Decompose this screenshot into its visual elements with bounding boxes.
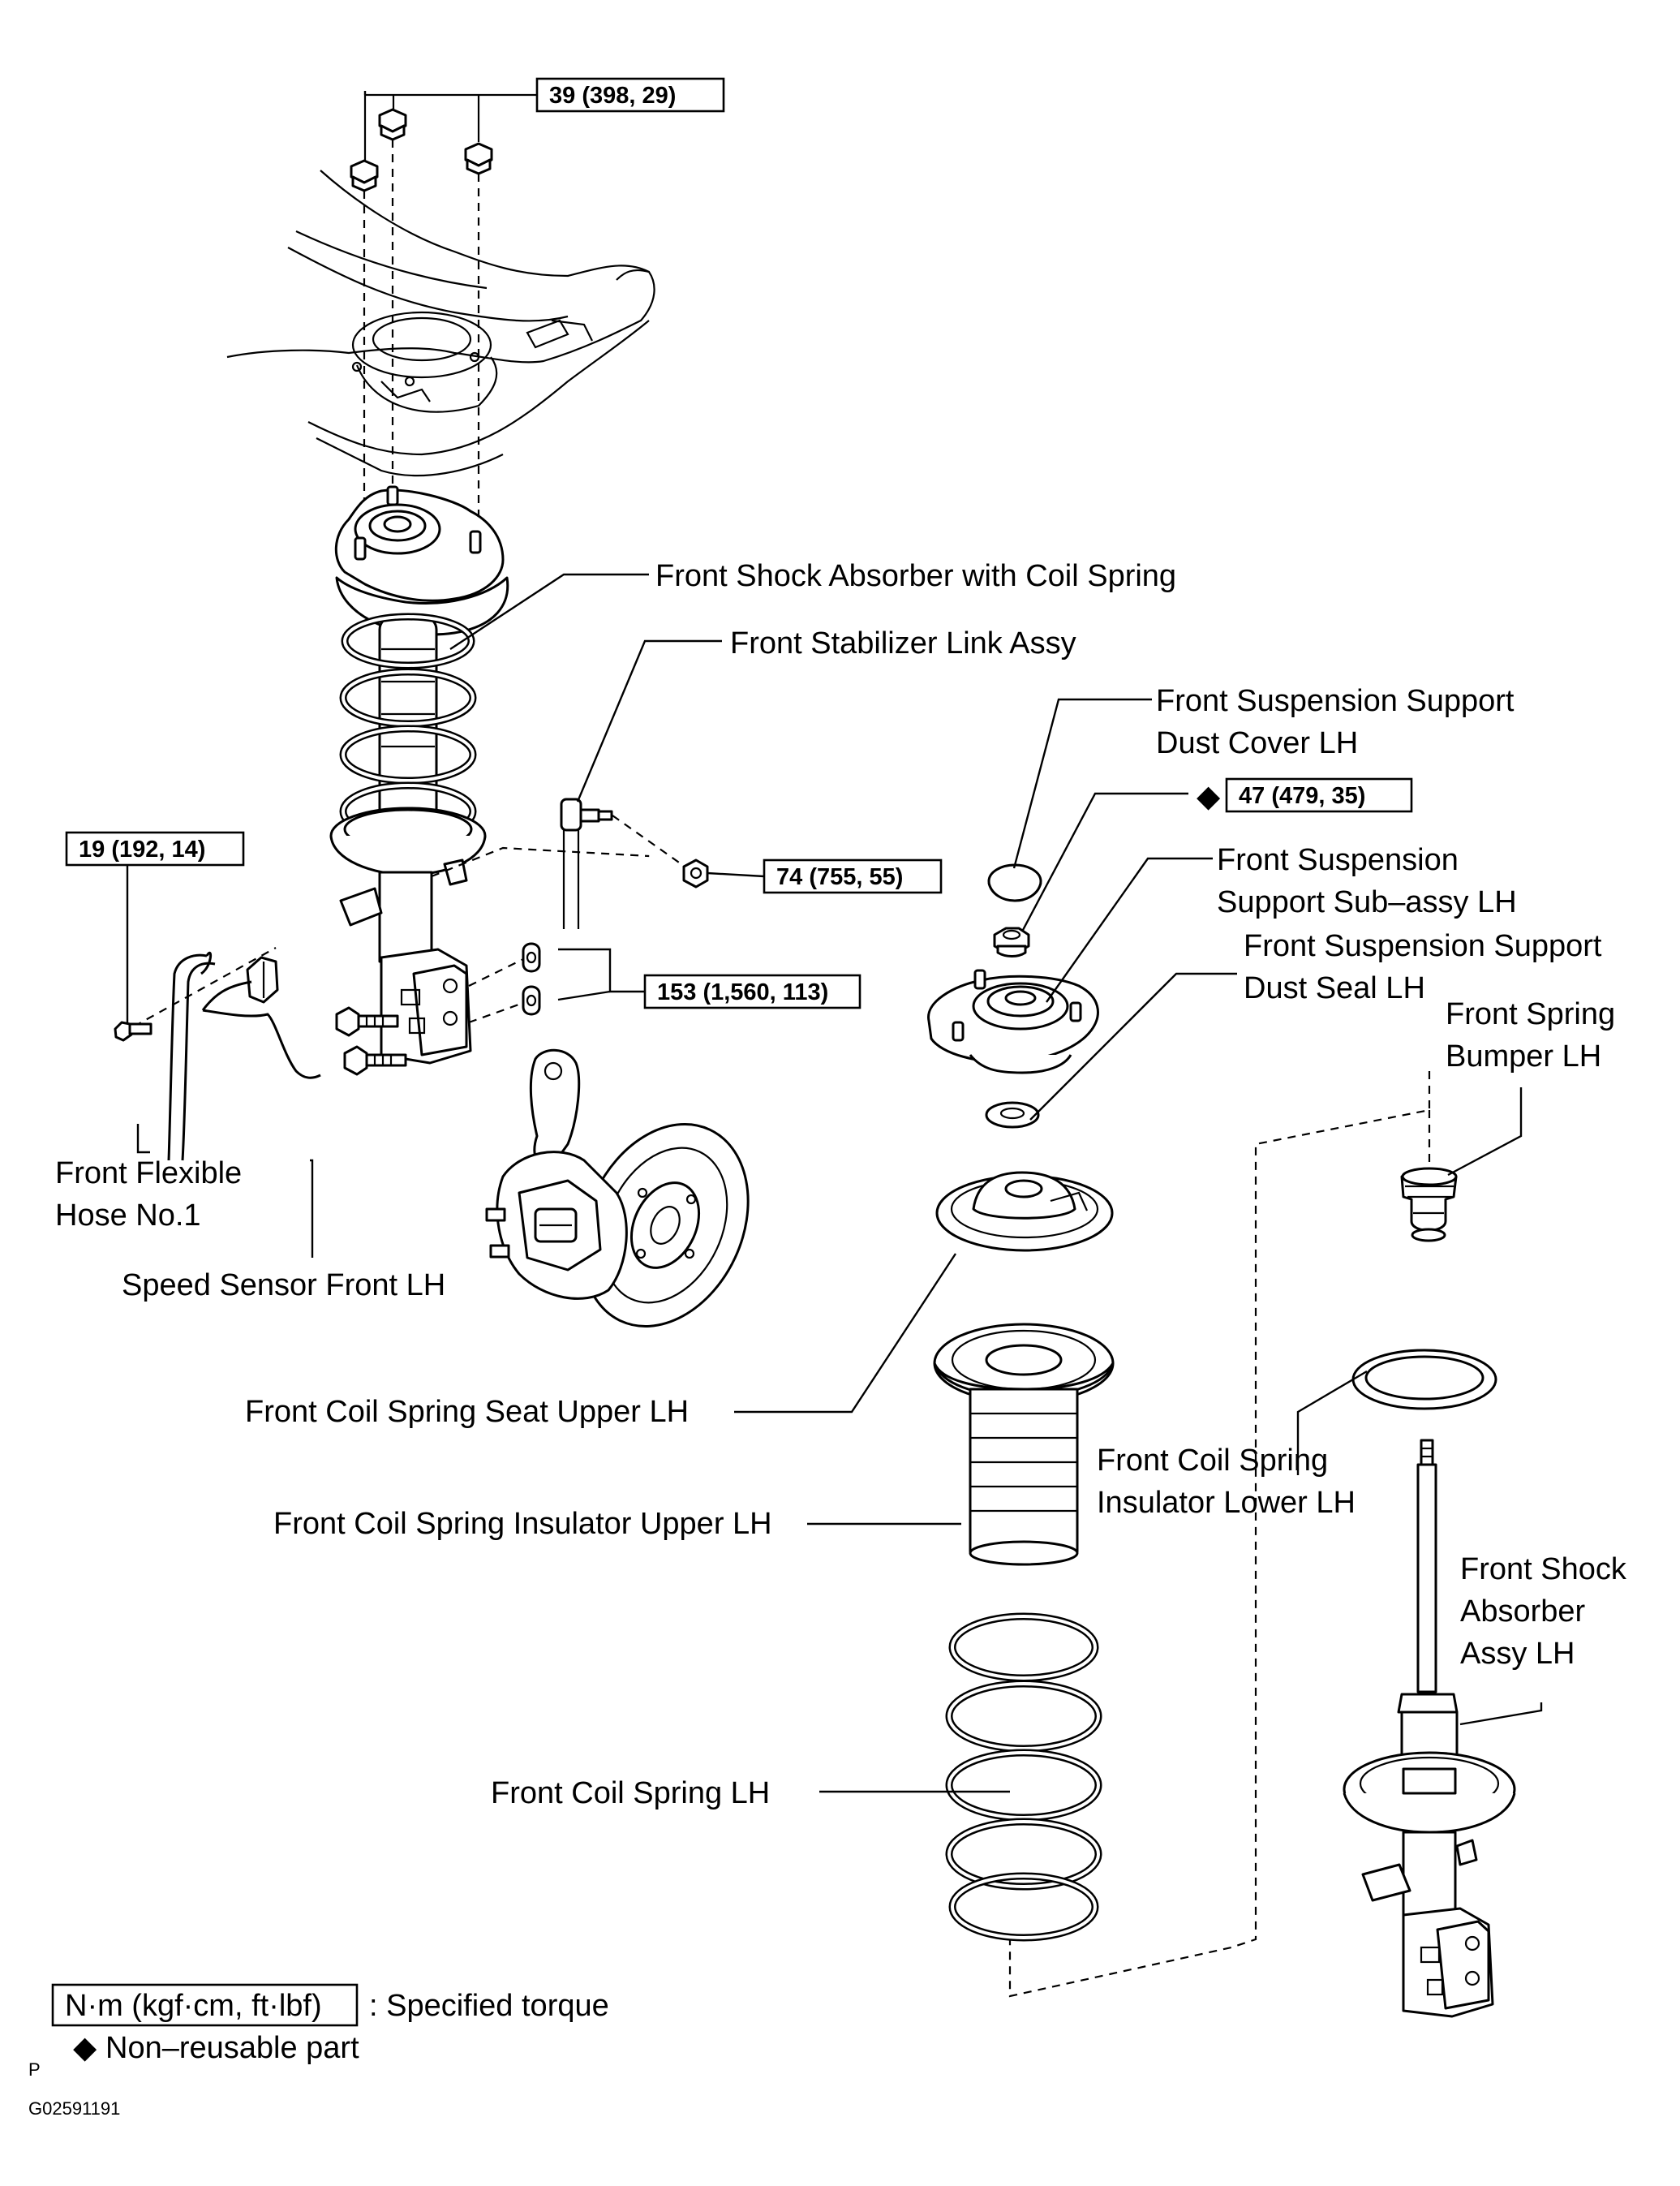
label-stabilizer-link: Front Stabilizer Link Assy	[730, 626, 1076, 661]
label-support-subassy-2: Support Sub–assy LH	[1217, 885, 1517, 919]
label-shock-assy-1: Front Shock	[1460, 1552, 1627, 1586]
label-flexible-hose-2: Hose No.1	[55, 1198, 201, 1233]
legend-torque-unit: N·m (kgf·cm, ft·lbf)	[65, 1989, 322, 2023]
insulator-upper	[933, 1323, 1115, 1566]
part-labels: Front Shock Absorber with Coil Spring Fr…	[55, 559, 1627, 1810]
legend-torque-desc: : Specified torque	[369, 1989, 609, 2023]
torque-support-nut: ◆ 47 (479, 35)	[1197, 777, 1413, 814]
assembly-dashed-path	[1008, 1071, 1431, 1998]
body-strut-tower	[226, 170, 655, 477]
label-shock-assy-3: Assy LH	[1460, 1637, 1575, 1671]
torque-stabilizer-text: 74 (755, 55)	[776, 864, 903, 890]
strut-top-mount	[334, 485, 509, 636]
torque-upper-mount: 39 (398, 29)	[535, 77, 725, 113]
leader-lines	[126, 573, 1543, 1793]
label-shock-assy-2: Absorber	[1460, 1594, 1586, 1629]
label-flexible-hose-1: Front Flexible	[55, 1156, 242, 1190]
strut-assembly	[329, 485, 650, 1076]
label-dust-cover-2: Dust Cover LH	[1156, 726, 1358, 760]
label-support-subassy-1: Front Suspension	[1217, 843, 1459, 877]
stabilizer-link	[560, 798, 709, 929]
steering-knuckle-and-brake	[485, 1048, 750, 1328]
corner-mark: P	[28, 2059, 41, 2080]
label-spring-bumper-2: Bumper LH	[1446, 1039, 1601, 1074]
dust-cover	[987, 863, 1042, 902]
spring-bumper	[1400, 1167, 1458, 1242]
label-spring-seat-upper: Front Coil Spring Seat Upper LH	[245, 1395, 689, 1429]
label-spring-bumper-1: Front Spring	[1446, 997, 1615, 1031]
shock-absorber-assy	[1343, 1439, 1516, 2018]
spring-seat-upper	[935, 1171, 1114, 1252]
label-dust-cover-1: Front Suspension Support	[1156, 684, 1515, 718]
torque-stabilizer: 74 (755, 55)	[763, 858, 943, 894]
upper-nut-right	[464, 142, 493, 175]
torque-knuckle: 153 (1,560, 113)	[643, 974, 861, 1009]
reference-code: G02591191	[28, 2098, 120, 2119]
support-subassy	[927, 969, 1099, 1074]
strut-body	[339, 858, 472, 1065]
label-speed-sensor: Speed Sensor Front LH	[122, 1268, 445, 1302]
knuckle-bolts	[335, 1006, 407, 1076]
sensor-bolt	[114, 1021, 153, 1042]
legend-non-reusable-desc: Non–reusable part	[105, 2031, 359, 2065]
torque-sensor-bolt: 19 (192, 14)	[65, 831, 245, 867]
legend-non-reusable-symbol: ◆	[73, 2031, 97, 2065]
torque-upper-mount-text: 39 (398, 29)	[549, 83, 676, 109]
upper-mount-nuts	[350, 91, 537, 560]
dust-seal	[985, 1101, 1040, 1129]
knuckle-nuts	[468, 942, 541, 1024]
label-coil-spring: Front Coil Spring LH	[491, 1776, 770, 1810]
upper-nut-left	[350, 159, 379, 192]
footer: P G02591191	[28, 2059, 120, 2119]
label-dust-seal-1: Front Suspension Support	[1244, 929, 1602, 963]
label-shock-with-spring: Front Shock Absorber with Coil Spring	[655, 559, 1176, 593]
stabilizer-dashed	[431, 846, 650, 878]
label-insulator-lower-1: Front Coil Spring	[1097, 1444, 1328, 1478]
coil-spring	[945, 1612, 1102, 1942]
upper-nut-center	[378, 108, 407, 141]
label-insulator-lower-2: Insulator Lower LH	[1097, 1486, 1356, 1520]
non-reusable-mark: ◆	[1197, 780, 1221, 814]
torque-sensor-bolt-text: 19 (192, 14)	[79, 837, 205, 863]
support-nut	[993, 927, 1030, 957]
torque-support-nut-text: 47 (479, 35)	[1239, 783, 1365, 809]
speed-sensor-and-hose	[114, 947, 321, 1161]
insulator-lower	[1351, 1349, 1497, 1410]
legend: N·m (kgf·cm, ft·lbf) : Specified torque …	[51, 1983, 609, 2065]
label-dust-seal-2: Dust Seal LH	[1244, 971, 1425, 1005]
torque-knuckle-text: 153 (1,560, 113)	[657, 979, 828, 1005]
label-insulator-upper: Front Coil Spring Insulator Upper LH	[273, 1507, 772, 1541]
